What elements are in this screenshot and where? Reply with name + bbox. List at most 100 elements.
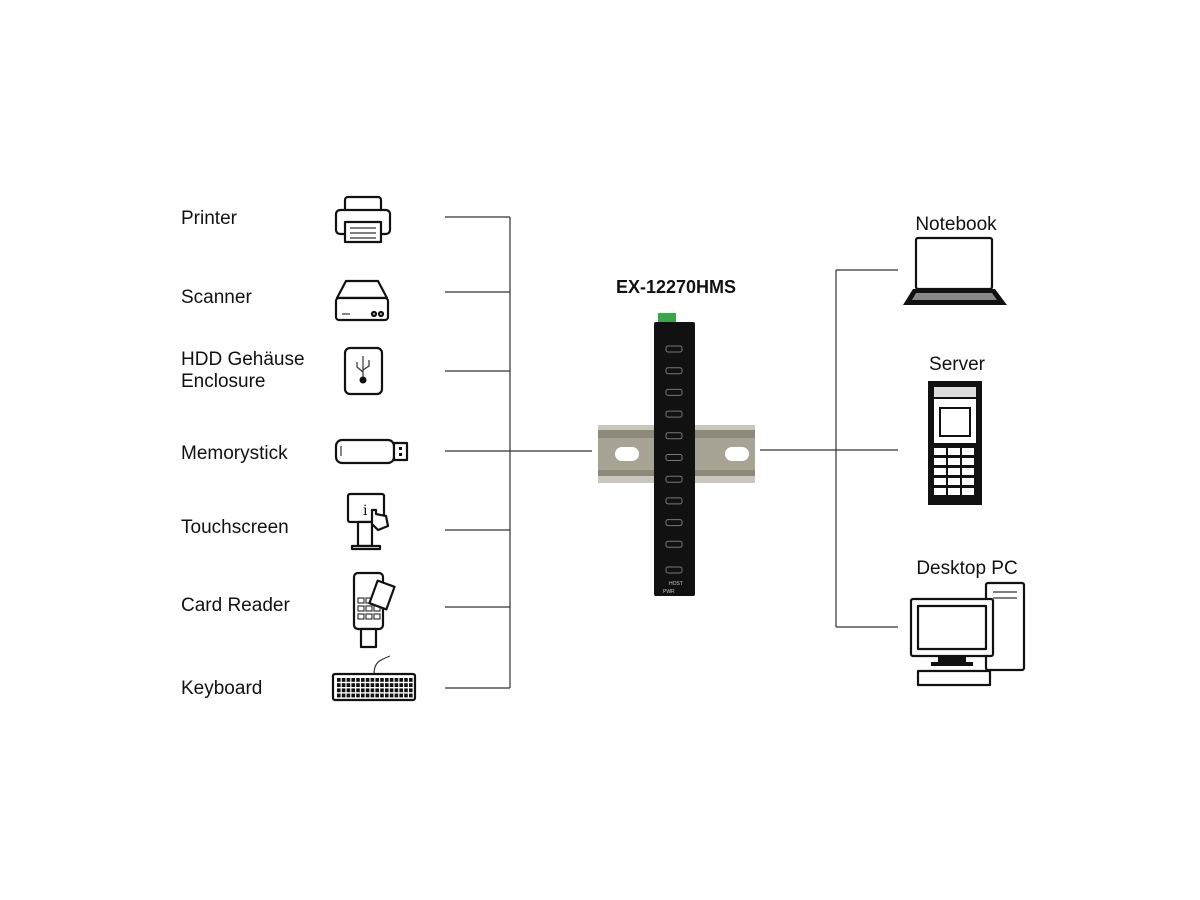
key: [389, 688, 394, 693]
key: [356, 678, 360, 682]
device-label-printer: Printer: [181, 208, 238, 229]
key: [370, 693, 375, 698]
usb-ports: [665, 345, 683, 574]
device-label-keyboard: Keyboard: [181, 678, 262, 699]
key: [361, 683, 365, 687]
key: [337, 688, 341, 693]
host-label-desktop-pc: Desktop PC: [916, 558, 1017, 579]
drive-bay: [948, 488, 960, 495]
usb-port: [665, 345, 683, 353]
card-reader-icon: [352, 571, 396, 649]
host-port-label: HOST: [669, 581, 683, 587]
key: [389, 693, 394, 698]
key: [394, 678, 399, 682]
key: [394, 683, 399, 687]
drive-bay: [962, 458, 974, 465]
usb-port: [665, 519, 683, 527]
key: [356, 688, 360, 693]
usb-port: [665, 475, 683, 483]
drive-bay: [962, 478, 974, 485]
desktop-pc-icon: [909, 581, 1026, 687]
usb-port: [665, 410, 683, 418]
device-label-hdd-line2: Enclosure: [181, 371, 266, 392]
key: [375, 693, 379, 698]
key: [399, 688, 403, 693]
drive-bay: [948, 448, 960, 455]
key: [409, 678, 413, 682]
key: [399, 678, 403, 682]
usb-port: [665, 497, 683, 505]
key: [351, 693, 355, 698]
key: [404, 683, 408, 687]
key: [346, 688, 351, 693]
key: [385, 678, 389, 682]
key: [337, 683, 341, 687]
drive-bay: [934, 468, 946, 475]
key: [346, 678, 351, 682]
key: [365, 688, 370, 693]
key: [341, 683, 346, 687]
drive-bay: [948, 468, 960, 475]
key: [356, 693, 360, 698]
scanner-icon: [334, 279, 390, 322]
key: [351, 678, 355, 682]
key: [404, 678, 408, 682]
drive-bay: [934, 478, 946, 485]
server-icon: [928, 381, 982, 505]
key: [385, 683, 389, 687]
key: [361, 688, 365, 693]
drive-bay: [962, 488, 974, 495]
usb-port: [665, 454, 683, 461]
key: [356, 683, 360, 687]
key: [337, 678, 341, 682]
key: [394, 688, 399, 693]
key: [341, 678, 346, 682]
svg-text:i: i: [363, 503, 368, 519]
key: [361, 678, 365, 682]
printer-icon: [334, 195, 392, 244]
drive-bay: [948, 458, 960, 465]
key: [375, 688, 379, 693]
drive-bay: [934, 488, 946, 495]
usb-port: [665, 432, 683, 440]
key: [351, 688, 355, 693]
key: [399, 693, 403, 698]
key: [351, 683, 355, 687]
host-label-notebook: Notebook: [915, 214, 997, 235]
key: [346, 683, 351, 687]
key: [409, 688, 413, 693]
key: [404, 693, 408, 698]
key: [337, 693, 341, 698]
keyboard-icon: [331, 655, 417, 702]
drive-bay: [962, 448, 974, 455]
key: [385, 688, 389, 693]
key: [341, 688, 346, 693]
drive-bay: [962, 468, 974, 475]
drive-bay: [934, 448, 946, 455]
usb-stick-icon: [334, 438, 409, 465]
power-terminal: [658, 313, 676, 324]
key: [375, 678, 379, 682]
usb-hdd-icon: [343, 346, 384, 396]
device-label-touchscreen: Touchscreen: [181, 517, 289, 538]
key: [385, 693, 389, 698]
key: [380, 688, 384, 693]
device-label-card-reader: Card Reader: [181, 595, 290, 616]
usb-port: [665, 367, 683, 375]
key: [394, 693, 399, 698]
device-label-scanner: Scanner: [181, 287, 252, 308]
key: [389, 683, 394, 687]
key: [380, 678, 384, 682]
key: [370, 683, 375, 687]
key: [370, 688, 375, 693]
key: [370, 678, 375, 682]
key: [346, 693, 351, 698]
key: [399, 683, 403, 687]
host-label-server: Server: [929, 354, 986, 375]
key: [375, 683, 379, 687]
touchscreen-kiosk-icon: i: [346, 492, 390, 551]
notebook-icon: [903, 236, 1007, 305]
drive-bay: [934, 458, 946, 465]
key: [380, 693, 384, 698]
